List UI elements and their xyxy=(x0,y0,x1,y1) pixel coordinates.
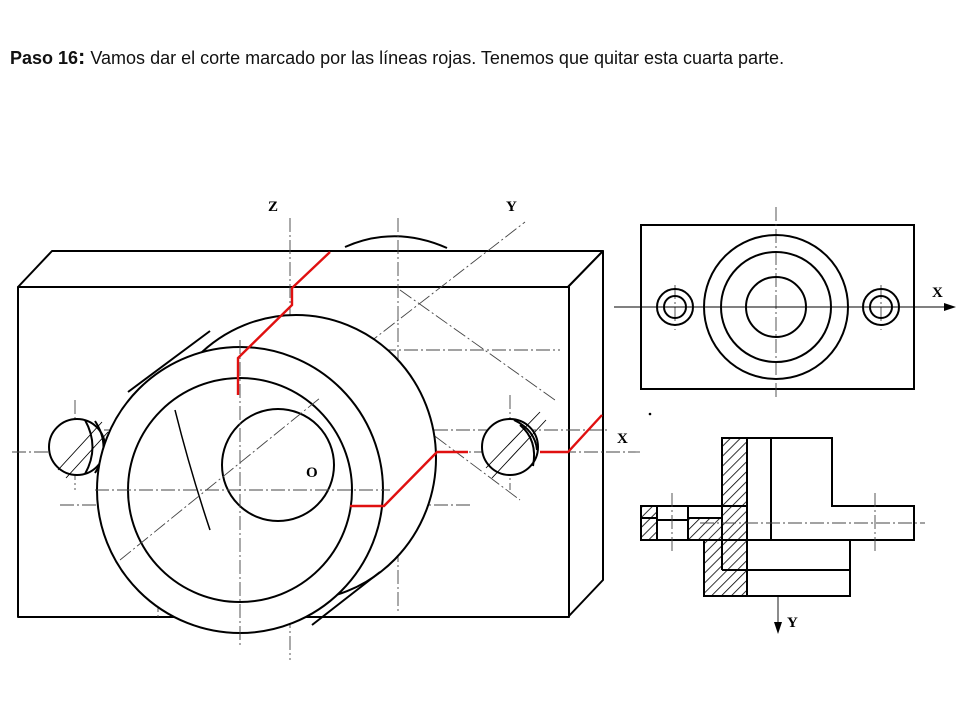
top-view-bore-circle xyxy=(745,276,807,338)
top-view-outer-circle xyxy=(703,234,849,380)
top-view xyxy=(614,207,956,400)
y-axis-arrow xyxy=(774,622,782,634)
axis-label-y: Y xyxy=(506,199,517,215)
step-caption: Paso 16: Vamos dar el corte marcado por … xyxy=(10,44,952,71)
cut-line-lower xyxy=(350,450,468,508)
rear-boss-arc xyxy=(344,235,448,249)
axis-label-x: X xyxy=(617,431,628,447)
axis-label-z: Z xyxy=(268,199,278,215)
top-view-left-hole-outer xyxy=(656,288,694,326)
step-title: Paso 16 xyxy=(10,48,79,68)
section-hatch-wall-lower xyxy=(703,539,748,597)
section-hole xyxy=(656,519,689,541)
section-hatch-left-side xyxy=(640,517,658,541)
top-view-middle-circle xyxy=(720,251,832,363)
right-bolt-hole xyxy=(481,411,547,479)
section-hatch-wall-upper xyxy=(721,437,748,507)
origin-label: O xyxy=(306,465,318,481)
cylinder-tangent-right xyxy=(311,571,381,626)
cylinder-inner-bore xyxy=(221,408,335,522)
top-view-axis-label-x: X xyxy=(932,285,943,301)
step-description: Vamos dar el corte marcado por las línea… xyxy=(85,48,785,68)
isometric-view xyxy=(12,218,640,660)
cut-line xyxy=(236,251,331,395)
section-axis-label-y: Y xyxy=(787,615,798,631)
section-hatch-left-block xyxy=(687,517,723,541)
left-bolt-hole xyxy=(48,418,109,479)
x-axis-arrow xyxy=(944,303,956,311)
section-view xyxy=(640,437,925,634)
top-view-right-hole-outer xyxy=(862,288,900,326)
step-colon: : xyxy=(78,44,86,69)
bore-inner-edge xyxy=(174,409,211,531)
stray-dot xyxy=(648,412,652,416)
cylinder-tangent-left xyxy=(127,330,211,393)
section-hole-cap xyxy=(656,505,689,521)
cut-line-right xyxy=(540,414,603,454)
top-view-right-hole-inner xyxy=(869,295,893,319)
top-view-left-hole-inner xyxy=(663,295,687,319)
